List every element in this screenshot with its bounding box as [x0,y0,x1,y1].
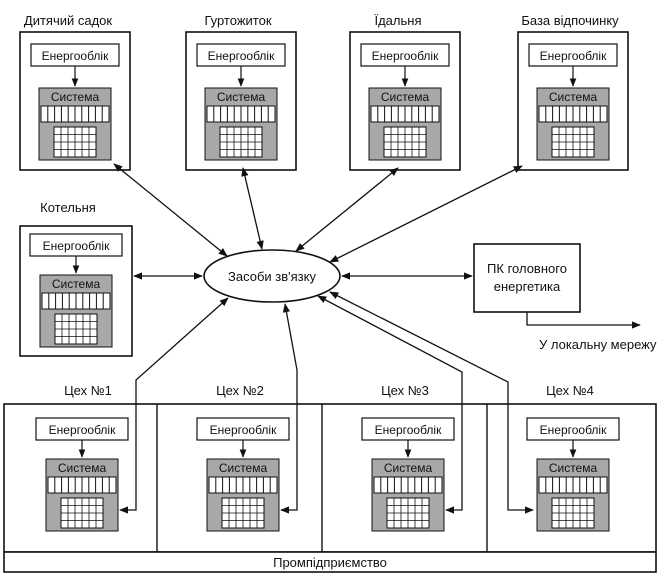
system-device: Система [38,87,112,161]
workshop-title: Цех №4 [546,383,594,398]
meter-label: Енергооблік [43,239,110,253]
system-device: Система [536,458,610,532]
workshop-3: Цех №3 Енергооблік Система [361,383,455,532]
meter-label: Енергооблік [210,423,277,437]
system-label: Система [549,461,598,475]
link-canteen [295,167,399,252]
system-device: Система [371,458,445,532]
connectors [113,163,534,514]
hub-label: Засоби зв'язку [228,269,316,284]
workshop-1: Цех №1 Енергооблік Система [35,383,129,532]
meter-label: Енергооблік [540,423,607,437]
system-label: Система [549,90,598,104]
system-device: Система [368,87,442,161]
enterprise-frame: Промпідприємство [3,403,657,573]
unit-title: Їдальня [374,13,421,28]
link-workshop-2 [280,303,298,514]
workshop-title: Цех №3 [381,383,429,398]
system-device: Система [536,87,610,161]
system-device: Система [206,458,280,532]
chief-engineer-pc: ПК головного енергетика [473,243,581,313]
meter-label: Енергооблік [375,423,442,437]
meter-label: Енергооблік [208,49,275,63]
local-network-arrow [526,312,641,329]
system-device: Система [39,274,113,348]
workshop-title: Цех №1 [64,383,112,398]
link-dormitory [241,167,264,250]
system-label: Система [51,90,100,104]
unit-boiler-house: Котельня Енергооблік Система [19,200,133,357]
unit-recreation: База відпочинку Енергооблік Система [517,13,629,171]
meter-label: Енергооблік [49,423,116,437]
system-label: Система [384,461,433,475]
local-network-label: У локальну мережу [539,337,657,352]
unit-kindergarten: Дитячий садок Енергооблік Система [19,13,131,171]
system-label: Система [58,461,107,475]
workshop-4: Цех №4 Енергооблік Система [526,383,620,532]
unit-canteen: Їдальня Енергооблік Система [349,13,461,171]
meter-label: Енергооблік [540,49,607,63]
system-device: Система [204,87,278,161]
pc-label-line2: енергетика [494,279,561,294]
system-device: Система [45,458,119,532]
link-workshop-4 [329,291,534,514]
enterprise-label: Промпідприємство [273,555,387,570]
link-kindergarten [113,163,228,257]
workshop-title: Цех №2 [216,383,264,398]
link-workshop-1 [119,297,229,514]
pc-label-line1: ПК головного [487,261,567,276]
unit-title: Котельня [40,200,96,215]
system-label: Система [219,461,268,475]
workshop-2: Цех №2 Енергооблік Система [196,383,290,532]
meter-label: Енергооблік [372,49,439,63]
unit-title: База відпочинку [521,13,619,28]
system-label: Система [217,90,266,104]
meter-label: Енергооблік [42,49,109,63]
system-label: Система [52,277,101,291]
communication-hub: Засоби зв'язку [203,249,341,303]
link-recreation [329,165,523,263]
unit-dormitory: Гуртожиток Енергооблік Система [185,13,297,171]
unit-title: Гуртожиток [204,13,271,28]
unit-title: Дитячий садок [24,13,113,28]
system-label: Система [381,90,430,104]
